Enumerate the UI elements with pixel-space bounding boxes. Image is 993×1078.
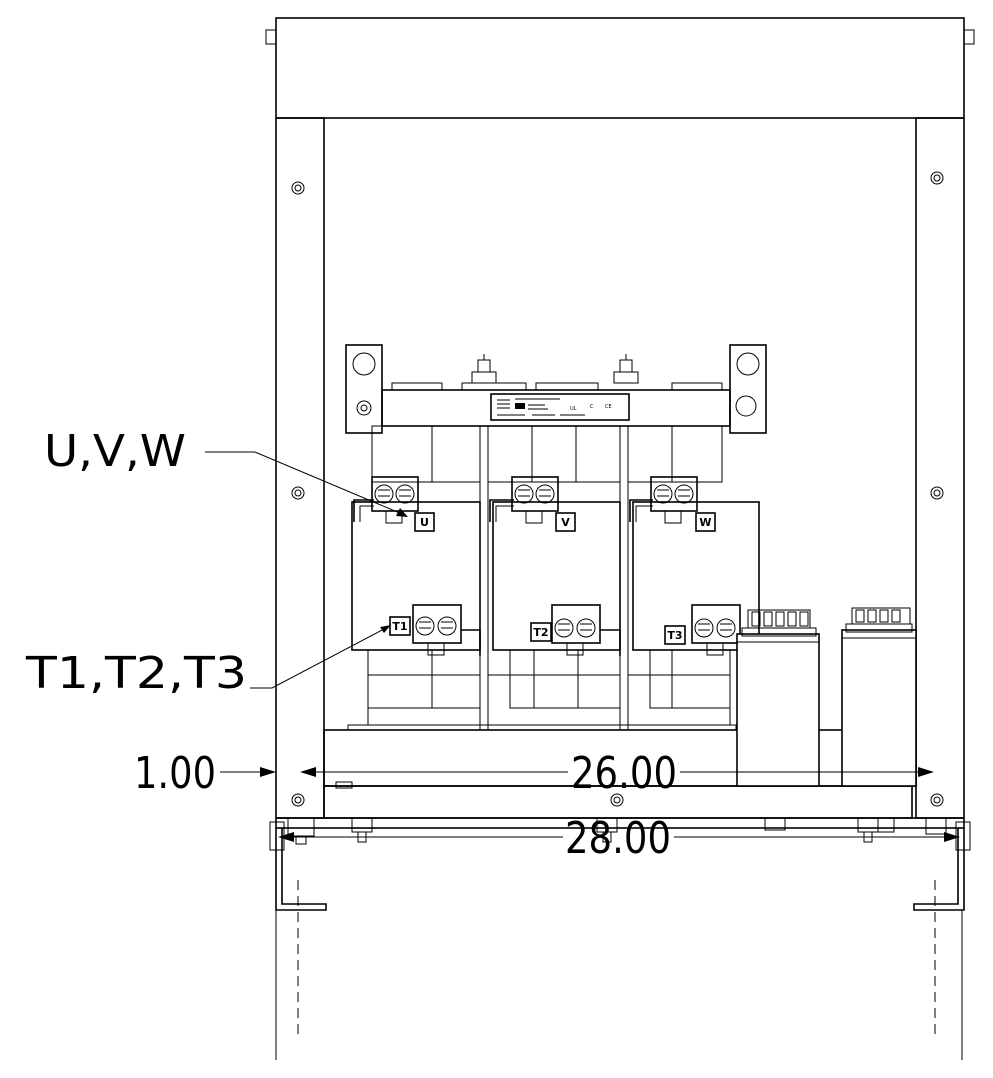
hole-icon [735, 395, 757, 417]
hole-icon [352, 352, 376, 376]
hole-icon [291, 181, 305, 195]
screw-icon [694, 618, 714, 638]
tag-v [555, 512, 576, 532]
hole-icon [930, 793, 944, 807]
screw-icon [535, 484, 555, 504]
screw-icon [674, 484, 694, 504]
callout-input-terminals: U,V,W [44, 426, 408, 517]
hole-icon [930, 486, 944, 500]
tag-w [695, 512, 716, 532]
input-terminal-block-u: U [353, 476, 435, 532]
core-mounting-tab-right [729, 344, 767, 434]
mounting-feet [269, 821, 971, 911]
capacitor-right [841, 607, 917, 787]
tag-t3 [664, 625, 686, 645]
leader-arrow-icon [396, 508, 408, 517]
dimension-side-offset: 1.00 [134, 748, 276, 799]
dimension-arrow-icon [918, 767, 934, 777]
right-side-panel [915, 117, 965, 819]
ul-mark-icon: UL [570, 406, 577, 412]
input-terminal-block-v: V [489, 476, 576, 532]
tag-t2-label: T2 [533, 626, 548, 639]
base-rail [275, 817, 965, 829]
frame-holes [291, 171, 944, 807]
screw-icon [554, 618, 574, 638]
screw-icon [374, 484, 394, 504]
tag-t2 [530, 622, 552, 642]
callout-output-terminals: T1,T2,T3 [25, 625, 391, 699]
screw-icon [653, 484, 673, 504]
tag-t1-label: T1 [392, 620, 407, 633]
tag-t3-label: T3 [667, 629, 682, 642]
input-terminal-block-w: W [629, 476, 716, 532]
screw-icon [437, 616, 457, 636]
dimension-arrow-icon [278, 832, 294, 842]
screw-icon [716, 618, 736, 638]
hole-icon [736, 352, 760, 376]
screw-icon [514, 484, 534, 504]
output-terminal-block-t2: T2 [530, 604, 621, 656]
top-cover [275, 17, 965, 119]
tag-u-label: U [420, 516, 429, 529]
dimension-mount-spacing-value: 26.00 [571, 748, 677, 799]
dimension-arrow-icon [260, 767, 276, 777]
screw-icon [415, 616, 435, 636]
dimension-arrow-icon [300, 767, 316, 777]
tag-u [414, 512, 435, 532]
c-mark-icon: C [590, 404, 594, 410]
dimension-mount-spacing: 26.00 [300, 748, 934, 799]
dimension-overall-width: 28.00 [278, 813, 960, 864]
hole-icon [291, 486, 305, 500]
left-side-panel [275, 117, 325, 819]
hole-icon [610, 793, 624, 807]
leader-arrow-icon [380, 625, 391, 633]
tag-w-label: W [699, 516, 711, 529]
output-terminal-block-t1: T1 [389, 604, 481, 656]
hole-icon [291, 793, 305, 807]
reactor-core: UL C CE [345, 344, 767, 731]
dimension-overall-width-value: 28.00 [565, 813, 671, 864]
nameplate: UL C CE [490, 393, 630, 421]
dimension-side-offset-value: 1.00 [134, 748, 216, 799]
hole-icon [930, 171, 944, 185]
hole-icon [356, 400, 372, 416]
capacitor-left [736, 609, 820, 787]
tag-v-label: V [561, 516, 570, 529]
input-terminals-label: U,V,W [44, 426, 186, 477]
screw-icon [395, 484, 415, 504]
output-terminal-block-t3: T3 [664, 604, 741, 656]
screw-icon [576, 618, 596, 638]
core-mounting-tab-left [345, 344, 383, 434]
output-terminals-label: T1,T2,T3 [25, 648, 247, 699]
ce-mark-icon: CE [605, 404, 612, 410]
dimension-arrow-icon [944, 832, 960, 842]
dimension-lines [275, 880, 963, 1060]
